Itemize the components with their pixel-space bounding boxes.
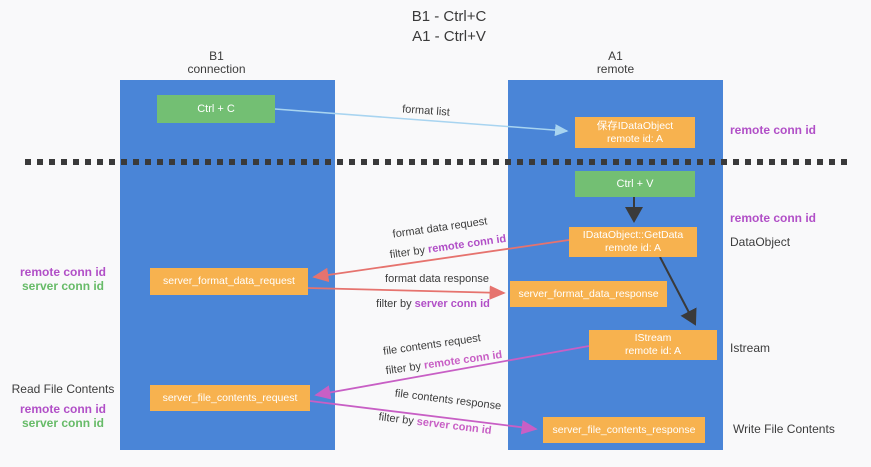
phase-divider-dashed-line bbox=[25, 159, 848, 165]
remote-conn-id-label-left-top: remote conn id bbox=[19, 265, 106, 279]
istream-line2: remote id: A bbox=[624, 345, 682, 357]
save-idataobject-line2: remote id: A bbox=[606, 132, 664, 145]
lane-header-b1: B1 connection bbox=[120, 50, 313, 76]
server-conn-id-label-left-bottom: server conn id bbox=[21, 416, 105, 430]
arrow-file-contents-response bbox=[309, 400, 538, 435]
server-file-contents-request-label: server_file_contents_request bbox=[162, 391, 298, 404]
idataobject-getdata-line2: remote id: A bbox=[604, 242, 662, 254]
save-idataobject-box: 保存IDataObject remote id: A bbox=[575, 117, 695, 148]
istream-side-label: Istream bbox=[730, 341, 771, 355]
lane-a1-name: A1 bbox=[608, 49, 623, 63]
arrow-getdata-to-istream bbox=[659, 256, 697, 326]
idataobject-getdata-box: IDataObject::GetData remote id: A bbox=[569, 227, 697, 257]
remote-conn-id-label-left-bottom: remote conn id bbox=[19, 402, 106, 416]
ctrl-c-label: Ctrl + C bbox=[197, 102, 235, 115]
server-format-data-response-label: server_format_data_response bbox=[518, 287, 659, 300]
server-file-contents-response-label: server_file_contents_response bbox=[552, 423, 696, 436]
ctrl-v-box: Ctrl + V bbox=[575, 171, 695, 197]
diagram-title: B1 - Ctrl+C A1 - Ctrl+V bbox=[349, 7, 549, 47]
format-data-response-label: format data response bbox=[385, 273, 489, 285]
save-idataobject-line1: 保存IDataObject bbox=[596, 119, 674, 132]
server-conn-id-label-left-top: server conn id bbox=[21, 279, 105, 293]
ctrl-c-box: Ctrl + C bbox=[157, 95, 275, 123]
ctrl-v-label: Ctrl + V bbox=[616, 177, 654, 190]
istream-line1: IStream bbox=[634, 332, 672, 344]
arrow-format-list bbox=[274, 108, 569, 137]
title-line-b1: B1 - Ctrl+C bbox=[411, 8, 487, 25]
lane-a1-subtitle: remote bbox=[596, 62, 635, 76]
title-line-a1: A1 - Ctrl+V bbox=[412, 28, 486, 45]
server-file-contents-request-box: server_file_contents_request bbox=[150, 385, 310, 411]
istream-box: IStream remote id: A bbox=[589, 330, 717, 360]
arrow-format-data-request bbox=[312, 239, 570, 283]
server-format-data-response-box: server_format_data_response bbox=[510, 281, 667, 307]
arrow-file-contents-request bbox=[314, 345, 590, 400]
filter-by-server-conn-id-label-1: filter by server conn id bbox=[376, 298, 490, 310]
remote-conn-id-label-right-mid: remote conn id bbox=[730, 211, 817, 225]
arrow-format-data-response bbox=[307, 285, 506, 300]
write-file-contents-label: Write File Contents bbox=[733, 422, 835, 436]
dataobject-label: DataObject bbox=[730, 235, 791, 249]
server-conn-id-em: server conn id bbox=[414, 298, 490, 310]
filter-by-text: filter by bbox=[376, 298, 415, 310]
lane-header-a1: A1 remote bbox=[508, 50, 723, 76]
read-file-contents-label: Read File Contents bbox=[11, 382, 115, 396]
idataobject-getdata-line1: IDataObject::GetData bbox=[582, 229, 684, 241]
remote-conn-id-label-right-top: remote conn id bbox=[730, 123, 817, 137]
lane-b1-name: B1 bbox=[209, 49, 224, 63]
conn-id-legend-bottom-left: remote conn id server conn id bbox=[10, 402, 116, 430]
server-format-data-request-box: server_format_data_request bbox=[150, 268, 308, 295]
conn-id-legend-top-left: remote conn id server conn id bbox=[10, 265, 116, 293]
lane-b1-subtitle: connection bbox=[187, 62, 246, 76]
server-format-data-request-label: server_format_data_request bbox=[163, 275, 295, 287]
server-file-contents-response-box: server_file_contents_response bbox=[543, 417, 705, 443]
